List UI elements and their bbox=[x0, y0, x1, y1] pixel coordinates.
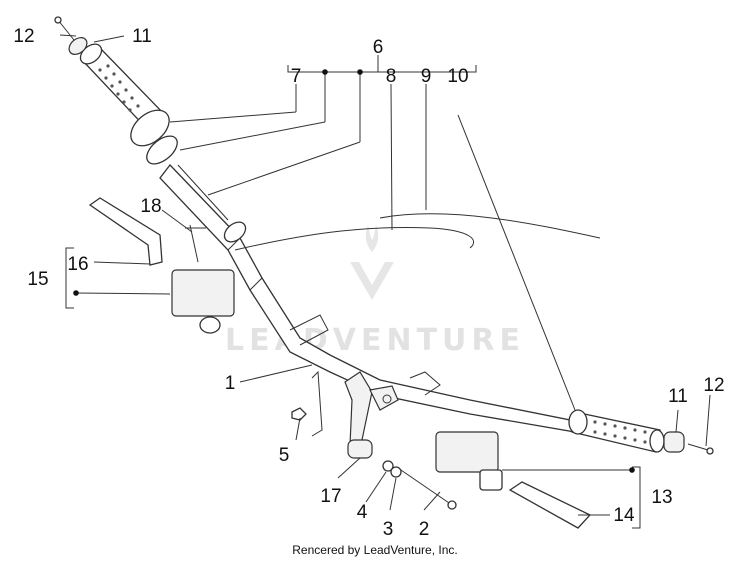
callout-5: 5 bbox=[279, 445, 290, 466]
right-grip bbox=[568, 409, 714, 455]
callout-10: 10 bbox=[447, 66, 468, 87]
footer-credit: Rencered by LeadVenture, Inc. bbox=[292, 543, 457, 557]
callout-2: 2 bbox=[419, 519, 430, 540]
callout-4: 4 bbox=[357, 502, 368, 523]
callout-9: 9 bbox=[421, 66, 432, 87]
callout-13: 13 bbox=[651, 487, 672, 508]
callout-8: 8 bbox=[386, 66, 397, 87]
handlebar-tube bbox=[159, 164, 577, 446]
callout-3: 3 bbox=[383, 519, 394, 540]
left-grip bbox=[79, 43, 247, 243]
callout-15: 15 bbox=[27, 269, 48, 290]
callout-6: 6 bbox=[373, 37, 384, 58]
watermark: LEADVENTURE bbox=[225, 225, 525, 358]
throttle-cables bbox=[234, 213, 601, 251]
right-brake-assembly bbox=[291, 407, 592, 529]
left-bar-end bbox=[54, 16, 88, 55]
left-brake-assembly bbox=[88, 197, 235, 334]
callout-7: 7 bbox=[291, 66, 302, 87]
watermark-logo-icon bbox=[350, 262, 394, 300]
callout-11-right: 11 bbox=[668, 386, 688, 407]
callout-18: 18 bbox=[140, 196, 161, 217]
callout-14: 14 bbox=[613, 505, 635, 526]
callout-16: 16 bbox=[67, 254, 88, 275]
callout-12-right: 12 bbox=[703, 375, 724, 396]
callout-11-left: 11 bbox=[132, 26, 152, 47]
watermark-text: LEADVENTURE bbox=[225, 323, 525, 358]
bullet-dots bbox=[73, 69, 635, 473]
callout-labels: 12 11 6 7 8 9 10 18 16 15 1 5 17 4 3 2 1… bbox=[13, 26, 724, 540]
callout-12-left: 12 bbox=[13, 26, 34, 47]
leader-lines bbox=[59, 34, 711, 529]
callout-1: 1 bbox=[225, 373, 236, 394]
callout-17: 17 bbox=[320, 486, 341, 507]
